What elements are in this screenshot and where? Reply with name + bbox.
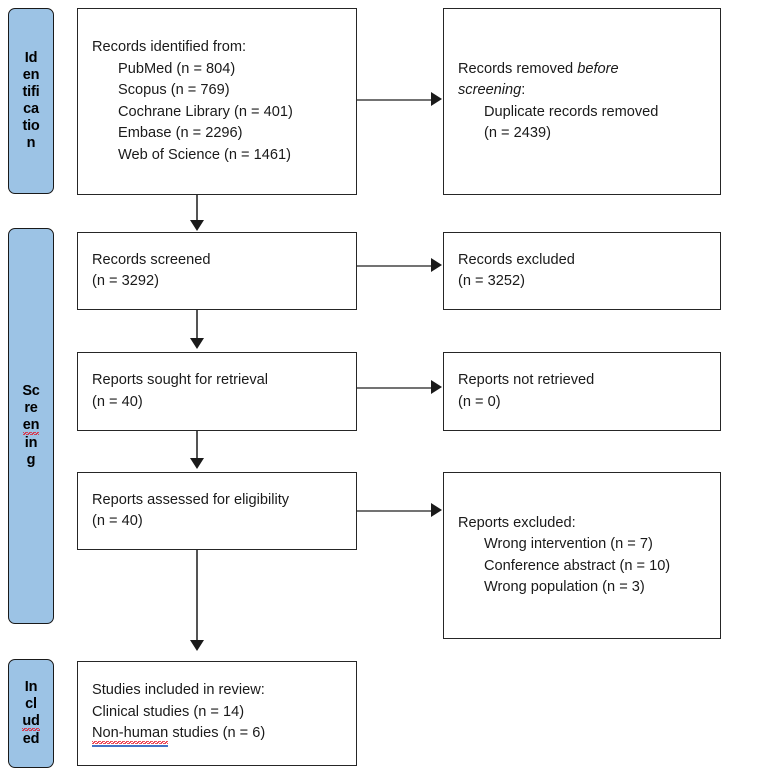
stage-segment: re — [24, 400, 38, 416]
records-removed-italic: screening — [458, 82, 522, 98]
reports-not-retrieved-count: (n = 0) — [458, 393, 501, 410]
arrow-sought-to-not-retrieved — [431, 380, 442, 394]
reports-excluded-reason: Wrong intervention (n = 7) — [484, 536, 653, 552]
studies-included-nonhuman-rest: studies (n = 6) — [168, 725, 266, 742]
records-excluded-count: (n = 3252) — [458, 273, 525, 289]
connector-assessed-to-excluded — [357, 510, 433, 512]
box-records-removed[interactable]: Records removed before screening: Duplic… — [443, 8, 721, 195]
arrow-identified-to-removed — [431, 92, 442, 106]
connector-assessed-to-included — [196, 550, 198, 643]
box-records-screened-text: Records screened (n = 3292) — [78, 250, 356, 293]
stage-bar-screening[interactable]: Sc re en in g — [8, 228, 54, 624]
box-records-screened[interactable]: Records screened (n = 3292) — [77, 232, 357, 310]
stage-segment: Sc — [22, 383, 40, 399]
stage-segment: ed — [22, 731, 40, 747]
records-removed-detail: Duplicate records removed — [484, 103, 659, 120]
stage-label-screening: Sc re en in g — [22, 383, 40, 469]
reports-excluded-reason: Conference abstract (n = 10) — [484, 557, 671, 574]
records-screened-label: Records screened — [92, 251, 211, 268]
spellcheck-squiggle: ud — [22, 713, 40, 731]
stage-segment: ca — [23, 101, 39, 117]
stage-segment: tifi — [22, 84, 40, 100]
spellcheck-squiggle: en — [22, 417, 40, 435]
connector-screened-to-sought — [196, 310, 198, 343]
reports-excluded-reason: Wrong population (n = 3) — [484, 579, 645, 595]
records-removed-count: (n = 2439) — [484, 125, 551, 141]
records-identified-source: PubMed (n = 804) — [118, 60, 236, 77]
connector-sought-to-not-retrieved — [357, 387, 433, 389]
box-reports-not-retrieved-text: Reports not retrieved (n = 0) — [444, 370, 720, 413]
box-reports-assessed-text: Reports assessed for eligibility (n = 40… — [78, 490, 356, 533]
stage-segment: g — [26, 452, 36, 468]
grammar-underline: Non-human — [92, 723, 169, 747]
reports-sought-count: (n = 40) — [92, 393, 143, 410]
stage-bar-identification[interactable]: Id en tifi ca tio n — [8, 8, 54, 194]
box-records-identified-text: Records identified from: PubMed (n = 804… — [78, 37, 356, 166]
stage-segment: In — [24, 679, 38, 695]
box-reports-sought[interactable]: Reports sought for retrieval (n = 40) — [77, 352, 357, 431]
stage-segment-misspelled: ud — [22, 713, 40, 731]
records-identified-heading: Records identified from: — [92, 39, 247, 55]
connector-sought-to-assessed — [196, 431, 198, 463]
connector-screened-to-excluded — [357, 265, 433, 267]
box-reports-excluded[interactable]: Reports excluded: Wrong intervention (n … — [443, 472, 721, 639]
reports-not-retrieved-label: Reports not retrieved — [458, 372, 595, 388]
reports-sought-label: Reports sought for retrieval — [92, 372, 269, 388]
box-records-excluded-text: Records excluded (n = 3252) — [444, 250, 720, 293]
arrow-identified-to-screened — [189, 220, 204, 231]
box-records-removed-text: Records removed before screening: Duplic… — [444, 59, 720, 145]
box-reports-excluded-text: Reports excluded: Wrong intervention (n … — [444, 513, 720, 599]
stage-segment: tio — [22, 118, 40, 134]
records-identified-source: Scopus (n = 769) — [118, 82, 230, 98]
box-studies-included[interactable]: Studies included in review: Clinical stu… — [77, 661, 357, 766]
arrow-screened-to-sought — [189, 338, 204, 349]
records-excluded-label: Records excluded — [458, 251, 575, 268]
records-identified-source: Cochrane Library (n = 401) — [118, 103, 293, 120]
studies-included-heading: Studies included in review: — [92, 682, 265, 699]
records-removed-line1: Records removed before — [458, 59, 720, 81]
stage-segment-misspelled: en — [22, 417, 39, 435]
records-identified-source: Web of Science (n = 1461) — [118, 146, 291, 163]
reports-excluded-heading: Reports excluded: — [458, 514, 576, 531]
box-reports-not-retrieved[interactable]: Reports not retrieved (n = 0) — [443, 352, 721, 431]
stage-label-included: In cl ud ed — [22, 679, 40, 748]
reports-assessed-count: (n = 40) — [92, 513, 143, 529]
box-records-excluded[interactable]: Records excluded (n = 3252) — [443, 232, 721, 310]
stage-label-identification: Id en tifi ca tio n — [22, 50, 39, 152]
records-removed-italic: before — [577, 60, 619, 77]
arrow-assessed-to-excluded — [431, 503, 442, 517]
box-reports-sought-text: Reports sought for retrieval (n = 40) — [78, 370, 356, 413]
stage-segment: cl — [25, 696, 37, 712]
records-removed-line2: screening: — [458, 80, 720, 102]
arrow-screened-to-excluded — [431, 258, 442, 272]
studies-included-clinical: Clinical studies (n = 14) — [92, 703, 245, 720]
connector-identified-to-removed — [357, 99, 433, 101]
stage-segment: Id — [24, 50, 38, 66]
records-screened-count: (n = 3292) — [92, 273, 159, 289]
stage-segment: in — [24, 435, 38, 451]
stage-segment: n — [26, 135, 36, 151]
records-removed-plain: : — [521, 82, 526, 98]
arrow-assessed-to-included — [189, 640, 204, 651]
connector-identified-to-screened — [196, 195, 198, 225]
studies-included-nonhuman: Non-human studies (n = 6) — [92, 723, 356, 747]
box-studies-included-text: Studies included in review: Clinical stu… — [78, 680, 356, 747]
reports-assessed-label: Reports assessed for eligibility — [92, 491, 290, 508]
box-records-identified[interactable]: Records identified from: PubMed (n = 804… — [77, 8, 357, 195]
records-removed-plain: Records removed — [458, 60, 578, 77]
arrow-sought-to-assessed — [189, 458, 204, 469]
box-reports-assessed[interactable]: Reports assessed for eligibility (n = 40… — [77, 472, 357, 550]
stage-segment: en — [22, 67, 40, 83]
records-identified-source: Embase (n = 2296) — [118, 125, 243, 141]
stage-bar-included[interactable]: In cl ud ed — [8, 659, 54, 768]
